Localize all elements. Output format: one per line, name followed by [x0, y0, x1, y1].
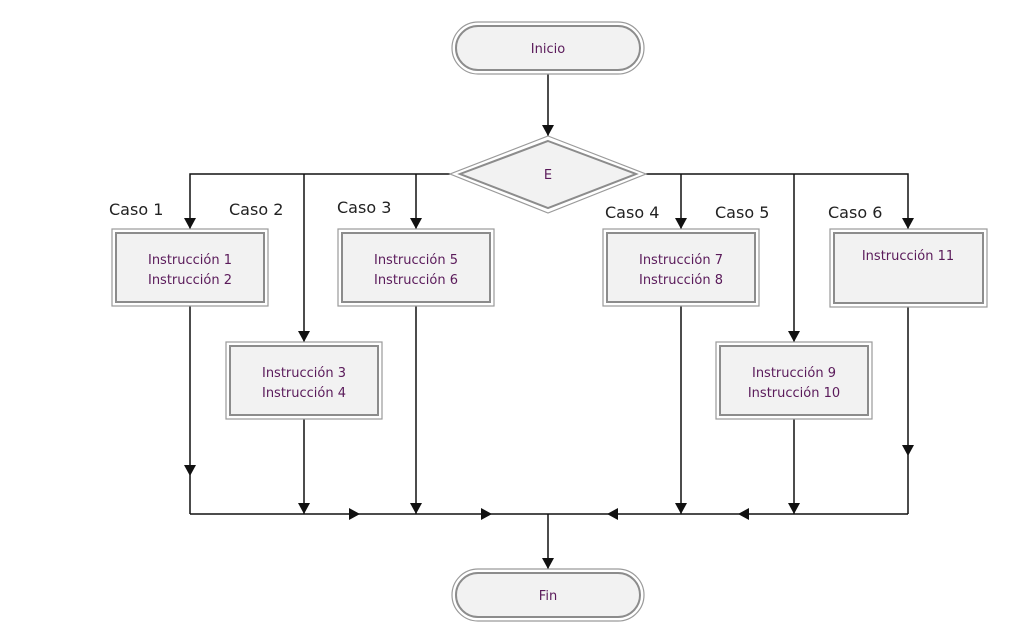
- instruction-7: Instrucción 7: [639, 253, 723, 268]
- edge-decision-to-caso6: [646, 173, 909, 229]
- arrowhead-caso5-out: [788, 503, 800, 514]
- arrowhead-merge-right-1: [349, 508, 360, 520]
- end-node-label: Fin: [539, 589, 557, 604]
- case-label-1: Caso 1: [109, 200, 163, 219]
- case-box-4: Instrucción 7 Instrucción 8: [602, 228, 760, 307]
- case-label-5: Caso 5: [715, 203, 769, 222]
- case-box-1: Instrucción 1 Instrucción 2: [111, 228, 269, 307]
- case-box-5: Instrucción 9 Instrucción 10: [715, 341, 873, 420]
- arrowhead-merge-right-2: [481, 508, 492, 520]
- arrowhead-caso3-out: [410, 503, 422, 514]
- arrowhead-caso4: [675, 218, 687, 229]
- decision-node-shape: [457, 139, 639, 210]
- arrowhead-merge-left-2: [738, 508, 749, 520]
- arrowhead-caso1-out: [184, 465, 196, 476]
- instruction-9: Instrucción 9: [752, 366, 836, 381]
- start-node: Inicio: [451, 21, 645, 75]
- case-box-4-inner: [606, 232, 756, 303]
- instruction-5: Instrucción 5: [374, 253, 458, 268]
- arrowhead-caso2: [298, 331, 310, 342]
- case-box-3: Instrucción 5 Instrucción 6: [337, 228, 495, 307]
- arrowhead-fin: [542, 558, 554, 569]
- case-label-6: Caso 6: [828, 203, 882, 222]
- end-node-shape: [455, 572, 641, 618]
- instruction-2: Instrucción 2: [148, 273, 232, 288]
- case-box-6: Instrucción 11: [829, 228, 988, 308]
- case-box-1-inner: [115, 232, 265, 303]
- instruction-10: Instrucción 10: [748, 386, 840, 401]
- arrowhead-caso1: [184, 218, 196, 229]
- case-label-3: Caso 3: [337, 198, 391, 217]
- arrowhead-caso6-out: [902, 445, 914, 456]
- end-node: Fin: [451, 568, 645, 622]
- arrowhead-caso3: [410, 218, 422, 229]
- case-label-4: Caso 4: [605, 203, 659, 222]
- case-box-6-inner: [833, 232, 984, 304]
- arrowhead-caso2-out: [298, 503, 310, 514]
- decision-node-label: E: [544, 168, 552, 183]
- instruction-1: Instrucción 1: [148, 253, 232, 268]
- arrowhead-caso6: [902, 218, 914, 229]
- instruction-4: Instrucción 4: [262, 386, 346, 401]
- start-node-shape: [455, 25, 641, 71]
- instruction-8: Instrucción 8: [639, 273, 723, 288]
- arrowhead-caso5: [788, 331, 800, 342]
- case-box-2: Instrucción 3 Instrucción 4: [225, 341, 383, 420]
- decision-node: E: [448, 135, 648, 214]
- instruction-3: Instrucción 3: [262, 366, 346, 381]
- case-box-3-inner: [341, 232, 491, 303]
- case-box-2-inner: [229, 345, 379, 416]
- instruction-11: Instrucción 11: [862, 249, 954, 264]
- edges: [184, 74, 914, 569]
- case-label-2: Caso 2: [229, 200, 283, 219]
- case-box-5-inner: [719, 345, 869, 416]
- edge-decision-to-caso1: [189, 173, 450, 229]
- arrowhead-inicio-to-decision: [542, 125, 554, 136]
- instruction-6: Instrucción 6: [374, 273, 458, 288]
- arrowhead-caso4-out: [675, 503, 687, 514]
- arrowhead-merge-left-1: [607, 508, 618, 520]
- start-node-label: Inicio: [531, 42, 565, 57]
